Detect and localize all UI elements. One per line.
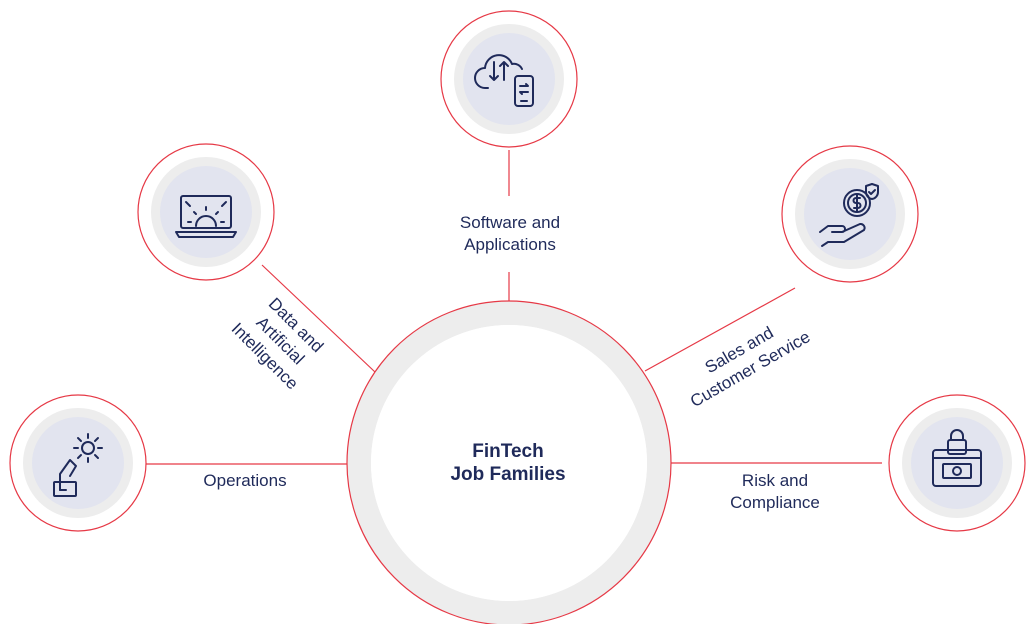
label-operations: Operations	[180, 470, 310, 492]
label-software: Software and Applications	[420, 212, 600, 256]
label-software-line-1: Software and	[459, 213, 561, 232]
node-software	[440, 10, 578, 148]
connector-sales	[644, 287, 796, 372]
hub-ring	[347, 301, 671, 624]
hub-center	[371, 325, 647, 601]
laptop-gear-icon	[175, 195, 237, 238]
node-data-ai	[137, 143, 275, 281]
hub-title: FinTech Job Families	[408, 440, 608, 486]
node-operations	[9, 394, 147, 532]
hand-coin-shield-icon	[819, 183, 880, 247]
hub-title-line-1: FinTech	[472, 441, 544, 462]
label-risk: Risk and Compliance	[710, 470, 840, 514]
label-operations-line-1: Operations	[203, 471, 287, 490]
node-risk	[888, 394, 1026, 532]
node-sales	[781, 145, 919, 283]
label-software-line-2: Applications	[464, 235, 556, 254]
connector-data-ai	[261, 264, 376, 373]
hand-gear-icon	[53, 433, 103, 497]
hub-title-line-2: Job Families	[450, 464, 566, 485]
label-risk-line-1: Risk and	[741, 471, 809, 490]
cloud-sync-phone-icon	[474, 54, 534, 107]
label-risk-line-2: Compliance	[730, 493, 820, 512]
locked-briefcase-icon	[932, 429, 982, 487]
